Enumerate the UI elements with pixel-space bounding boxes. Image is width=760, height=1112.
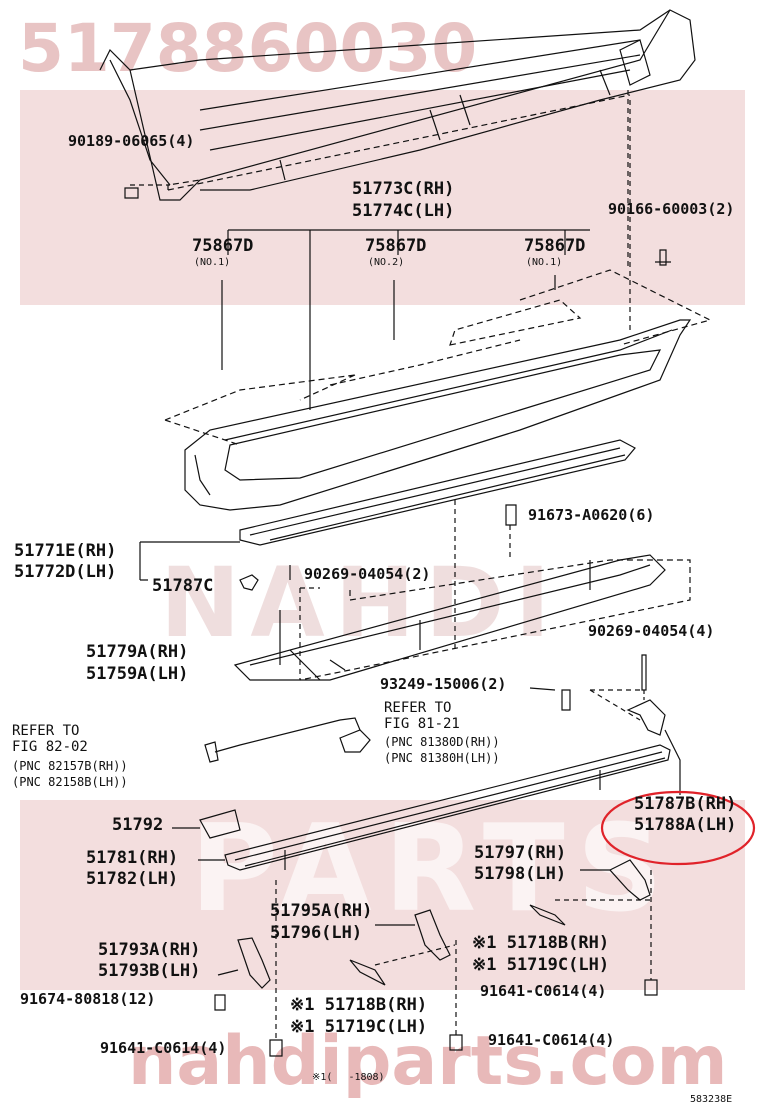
label-rail-rh: 51781(RH): [86, 848, 179, 868]
label-bolt-93249: 93249-15006(2): [380, 675, 507, 693]
watermark-brand: NAHDI: [160, 547, 561, 659]
label-clip-2-no: (NO.2): [368, 257, 405, 268]
label-step-rh: 51779A(RH): [86, 642, 189, 662]
watermark-box-top: [20, 90, 745, 305]
label-stay-93b: 51793B(LH): [98, 961, 201, 981]
vehicle-frame: [99, 9, 696, 201]
label-stay-98: 51798(LH): [474, 864, 567, 884]
label-clip-2: 75867D: [365, 236, 427, 256]
label-refer-81-pnc2: (PNC 81380H(LH)): [384, 751, 500, 765]
bolt-90189: [124, 187, 139, 199]
label-bracket-b-rh: 51787B(RH): [634, 794, 737, 814]
label-refer-81-title: REFER TO: [384, 700, 452, 716]
label-refer-82-pnc2: (PNC 82158B(LH)): [12, 775, 128, 789]
label-bolt-91641-mid: 91641-C0614(4): [488, 1031, 615, 1049]
stay-51797: [609, 859, 651, 901]
label-footnote: ※1( -1808): [312, 1072, 385, 1083]
label-stay-95: 51795A(RH): [270, 901, 373, 921]
label-clip-3: 75867D: [524, 236, 586, 256]
label-bolt-90166: 90166-60003(2): [608, 200, 735, 218]
label-diagram-code: 583238E: [690, 1094, 733, 1105]
label-bracket-a-lh: 51788A(LH): [634, 815, 737, 835]
part-51792: [199, 809, 241, 839]
cover-51718-right: [529, 904, 566, 926]
label-rail-lh: 51782(LH): [86, 869, 179, 889]
label-stay-93a: 51793A(RH): [98, 940, 201, 960]
label-bolt-90189: 90189-06065(4): [68, 132, 195, 150]
step-frame: [233, 554, 666, 681]
cover-51718-mid: [349, 959, 386, 986]
label-clip-3-no: (NO.1): [526, 257, 563, 268]
label-pad-lh: 51772D(LH): [14, 562, 117, 582]
label-refer-81-pnc1: (PNC 81380D(RH)): [384, 735, 500, 749]
label-stay-97: 51797(RH): [474, 843, 567, 863]
highlight-ellipse: [600, 790, 756, 866]
stay-51793: [237, 937, 271, 989]
side-rail: [224, 744, 671, 871]
side-step-body: [184, 319, 692, 511]
label-stay-96: 51796(LH): [270, 923, 363, 943]
label-cover-18b-mid: ※1 51718B(RH): [290, 995, 428, 1015]
label-cover-19c-mid: ※1 51719C(LH): [290, 1017, 428, 1037]
step-pad: [239, 439, 636, 546]
watermark-url: nahdiparts.com: [128, 1022, 728, 1101]
label-bolt-91673: 91673-A0620(6): [528, 506, 655, 524]
label-clip-1: 75867D: [192, 236, 254, 256]
label-cover-18b-right: ※1 51718B(RH): [472, 933, 610, 953]
stay-51795: [414, 909, 451, 961]
label-refer-82-fig: FIG 82-02: [12, 739, 88, 755]
label-bracket-rh: 51773C(RH): [352, 179, 455, 199]
label-clip-1-no: (NO.1): [194, 257, 231, 268]
label-part-51792: 51792: [112, 815, 164, 835]
label-bolt-91641-right: 91641-C0614(4): [480, 982, 607, 1000]
label-step-lh: 51759A(LH): [86, 664, 189, 684]
lamp-connector: [339, 729, 371, 753]
label-refer-82-pnc1: (PNC 82157B(RH)): [12, 759, 128, 773]
label-bolt-91641-left: 91641-C0614(4): [100, 1039, 227, 1057]
label-cover-19c-right: ※1 51719C(LH): [472, 955, 610, 975]
wire-harness: [214, 717, 361, 753]
label-screw-2: 90269-04054(4): [588, 622, 715, 640]
label-pad-rh: 51771E(RH): [14, 541, 117, 561]
label-refer-81-fig: FIG 81-21: [384, 716, 460, 732]
label-refer-82-title: REFER TO: [12, 723, 80, 739]
watermark-part-number: 5178860030: [18, 10, 478, 87]
watermark-box-bottom: [20, 800, 745, 990]
label-screw-1: 90269-04054(2): [304, 565, 431, 583]
label-bolt-91674: 91674-80818(12): [20, 990, 156, 1008]
label-bracket-lh: 51774C(LH): [352, 201, 455, 221]
label-clip-51787c: 51787C: [152, 576, 214, 596]
